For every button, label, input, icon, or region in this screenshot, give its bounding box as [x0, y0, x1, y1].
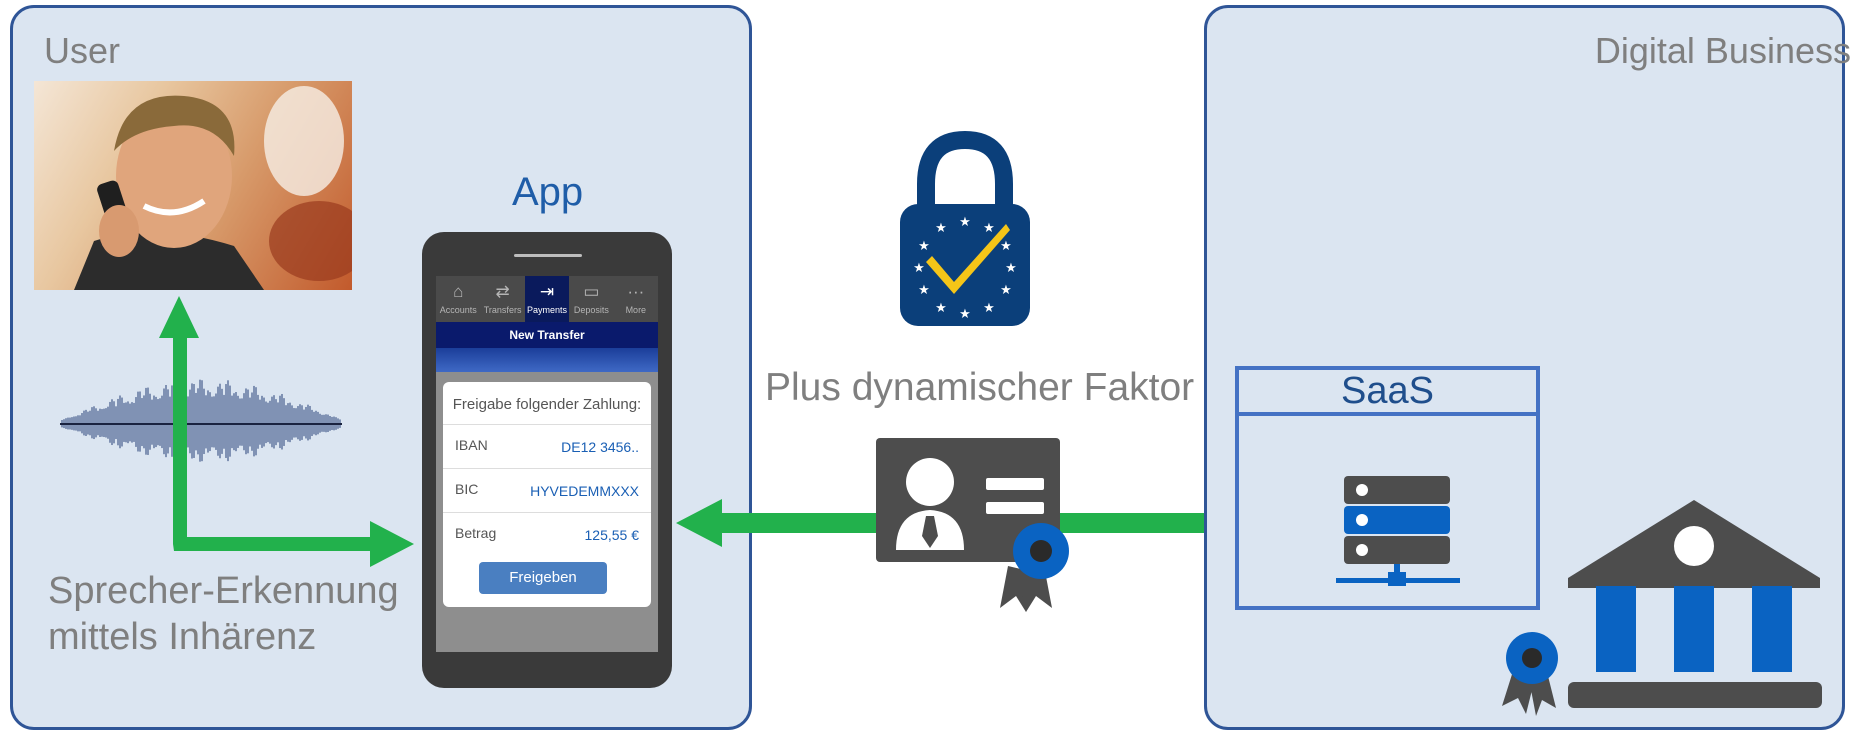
phone-speaker [514, 254, 582, 257]
new-transfer-header: New Transfer [436, 322, 658, 348]
bank-certificate-badge-icon [1502, 632, 1558, 716]
svg-text:★: ★ [959, 307, 971, 322]
phone-screen: ⌂ Accounts ⇄ Transfers ⇥ Payments ▭ Depo… [436, 276, 658, 652]
approve-button[interactable]: Freigeben [479, 562, 607, 594]
tab-payments[interactable]: ⇥ Payments [524, 276, 570, 322]
deposits-icon: ▭ [583, 282, 600, 301]
dialog-title: Freigabe folgender Zahlung: [452, 396, 642, 413]
iban-label: IBAN [455, 437, 488, 453]
app-title: App [512, 170, 584, 214]
payments-icon: ⇥ [539, 282, 555, 301]
bic-value: HYVEDEMMXXX [530, 483, 639, 499]
user-photo [34, 81, 352, 290]
svg-text:★: ★ [1000, 239, 1012, 254]
amount-label: Betrag [455, 525, 497, 541]
iban-value: DE12 3456.. [561, 439, 639, 455]
tab-label: Payments [527, 305, 568, 315]
digital-business-title: Digital Business [1594, 30, 1851, 71]
saas-window-header: SaaS [1239, 370, 1536, 416]
speaker-caption-line2: mittels Inhärenz [48, 616, 317, 658]
tab-label: Deposits [573, 305, 609, 315]
svg-text:★: ★ [983, 221, 995, 236]
svg-text:★: ★ [1005, 261, 1017, 276]
tab-deposits[interactable]: ▭ Deposits [569, 276, 613, 322]
user-panel-title: User [44, 30, 121, 71]
tab-more[interactable]: ··· More [614, 276, 658, 322]
server-icon [1336, 476, 1460, 586]
svg-text:★: ★ [935, 301, 947, 316]
tab-label: More [625, 305, 647, 315]
amount-value: 125,55 € [584, 527, 640, 543]
svg-text:★: ★ [1000, 283, 1012, 298]
more-icon: ··· [627, 282, 645, 301]
svg-text:★: ★ [935, 221, 947, 236]
transfer-icon: ⇄ [495, 282, 510, 301]
eu-trust-padlock-icon: ★ ★ ★ ★ ★ ★ ★ ★ ★ ★ ★ ★ [900, 130, 1030, 326]
header-band [436, 348, 658, 372]
iban-row: IBAN DE12 3456.. [443, 424, 651, 469]
saas-label: SaaS [1341, 370, 1434, 412]
tab-label: Transfers [483, 305, 522, 315]
bic-row: BIC HYVEDEMMXXX [443, 468, 651, 513]
certificate-id-card-icon [876, 438, 1069, 612]
svg-text:★: ★ [918, 239, 930, 254]
voice-to-app-arrow [159, 296, 414, 567]
svg-text:★: ★ [959, 215, 971, 230]
tab-accounts[interactable]: ⌂ Accounts [436, 276, 480, 322]
home-icon: ⌂ [453, 282, 464, 301]
app-tab-bar: ⌂ Accounts ⇄ Transfers ⇥ Payments ▭ Depo… [436, 276, 658, 322]
saas-window: SaaS [1235, 366, 1540, 610]
user-photo-illustration [74, 86, 352, 290]
speaker-recognition-caption: Sprecher-Erkennung mittels Inhärenz [48, 568, 399, 660]
payment-approval-dialog: Freigabe folgender Zahlung: IBAN DE12 34… [443, 382, 651, 607]
speaker-caption-line1: Sprecher-Erkennung [48, 570, 399, 612]
bank-building-icon [1568, 500, 1822, 708]
svg-text:★: ★ [918, 283, 930, 298]
voice-waveform [60, 379, 342, 462]
svg-text:★: ★ [913, 261, 925, 276]
svg-text:★: ★ [983, 301, 995, 316]
tab-label: Accounts [439, 305, 477, 315]
amount-row: Betrag 125,55 € [443, 512, 651, 557]
smartphone: ⌂ Accounts ⇄ Transfers ⇥ Payments ▭ Depo… [422, 232, 672, 688]
tab-transfers[interactable]: ⇄ Transfers [480, 276, 524, 322]
bic-label: BIC [455, 481, 479, 497]
dynamic-factor-label: Plus dynamischer Faktor [765, 366, 1195, 409]
